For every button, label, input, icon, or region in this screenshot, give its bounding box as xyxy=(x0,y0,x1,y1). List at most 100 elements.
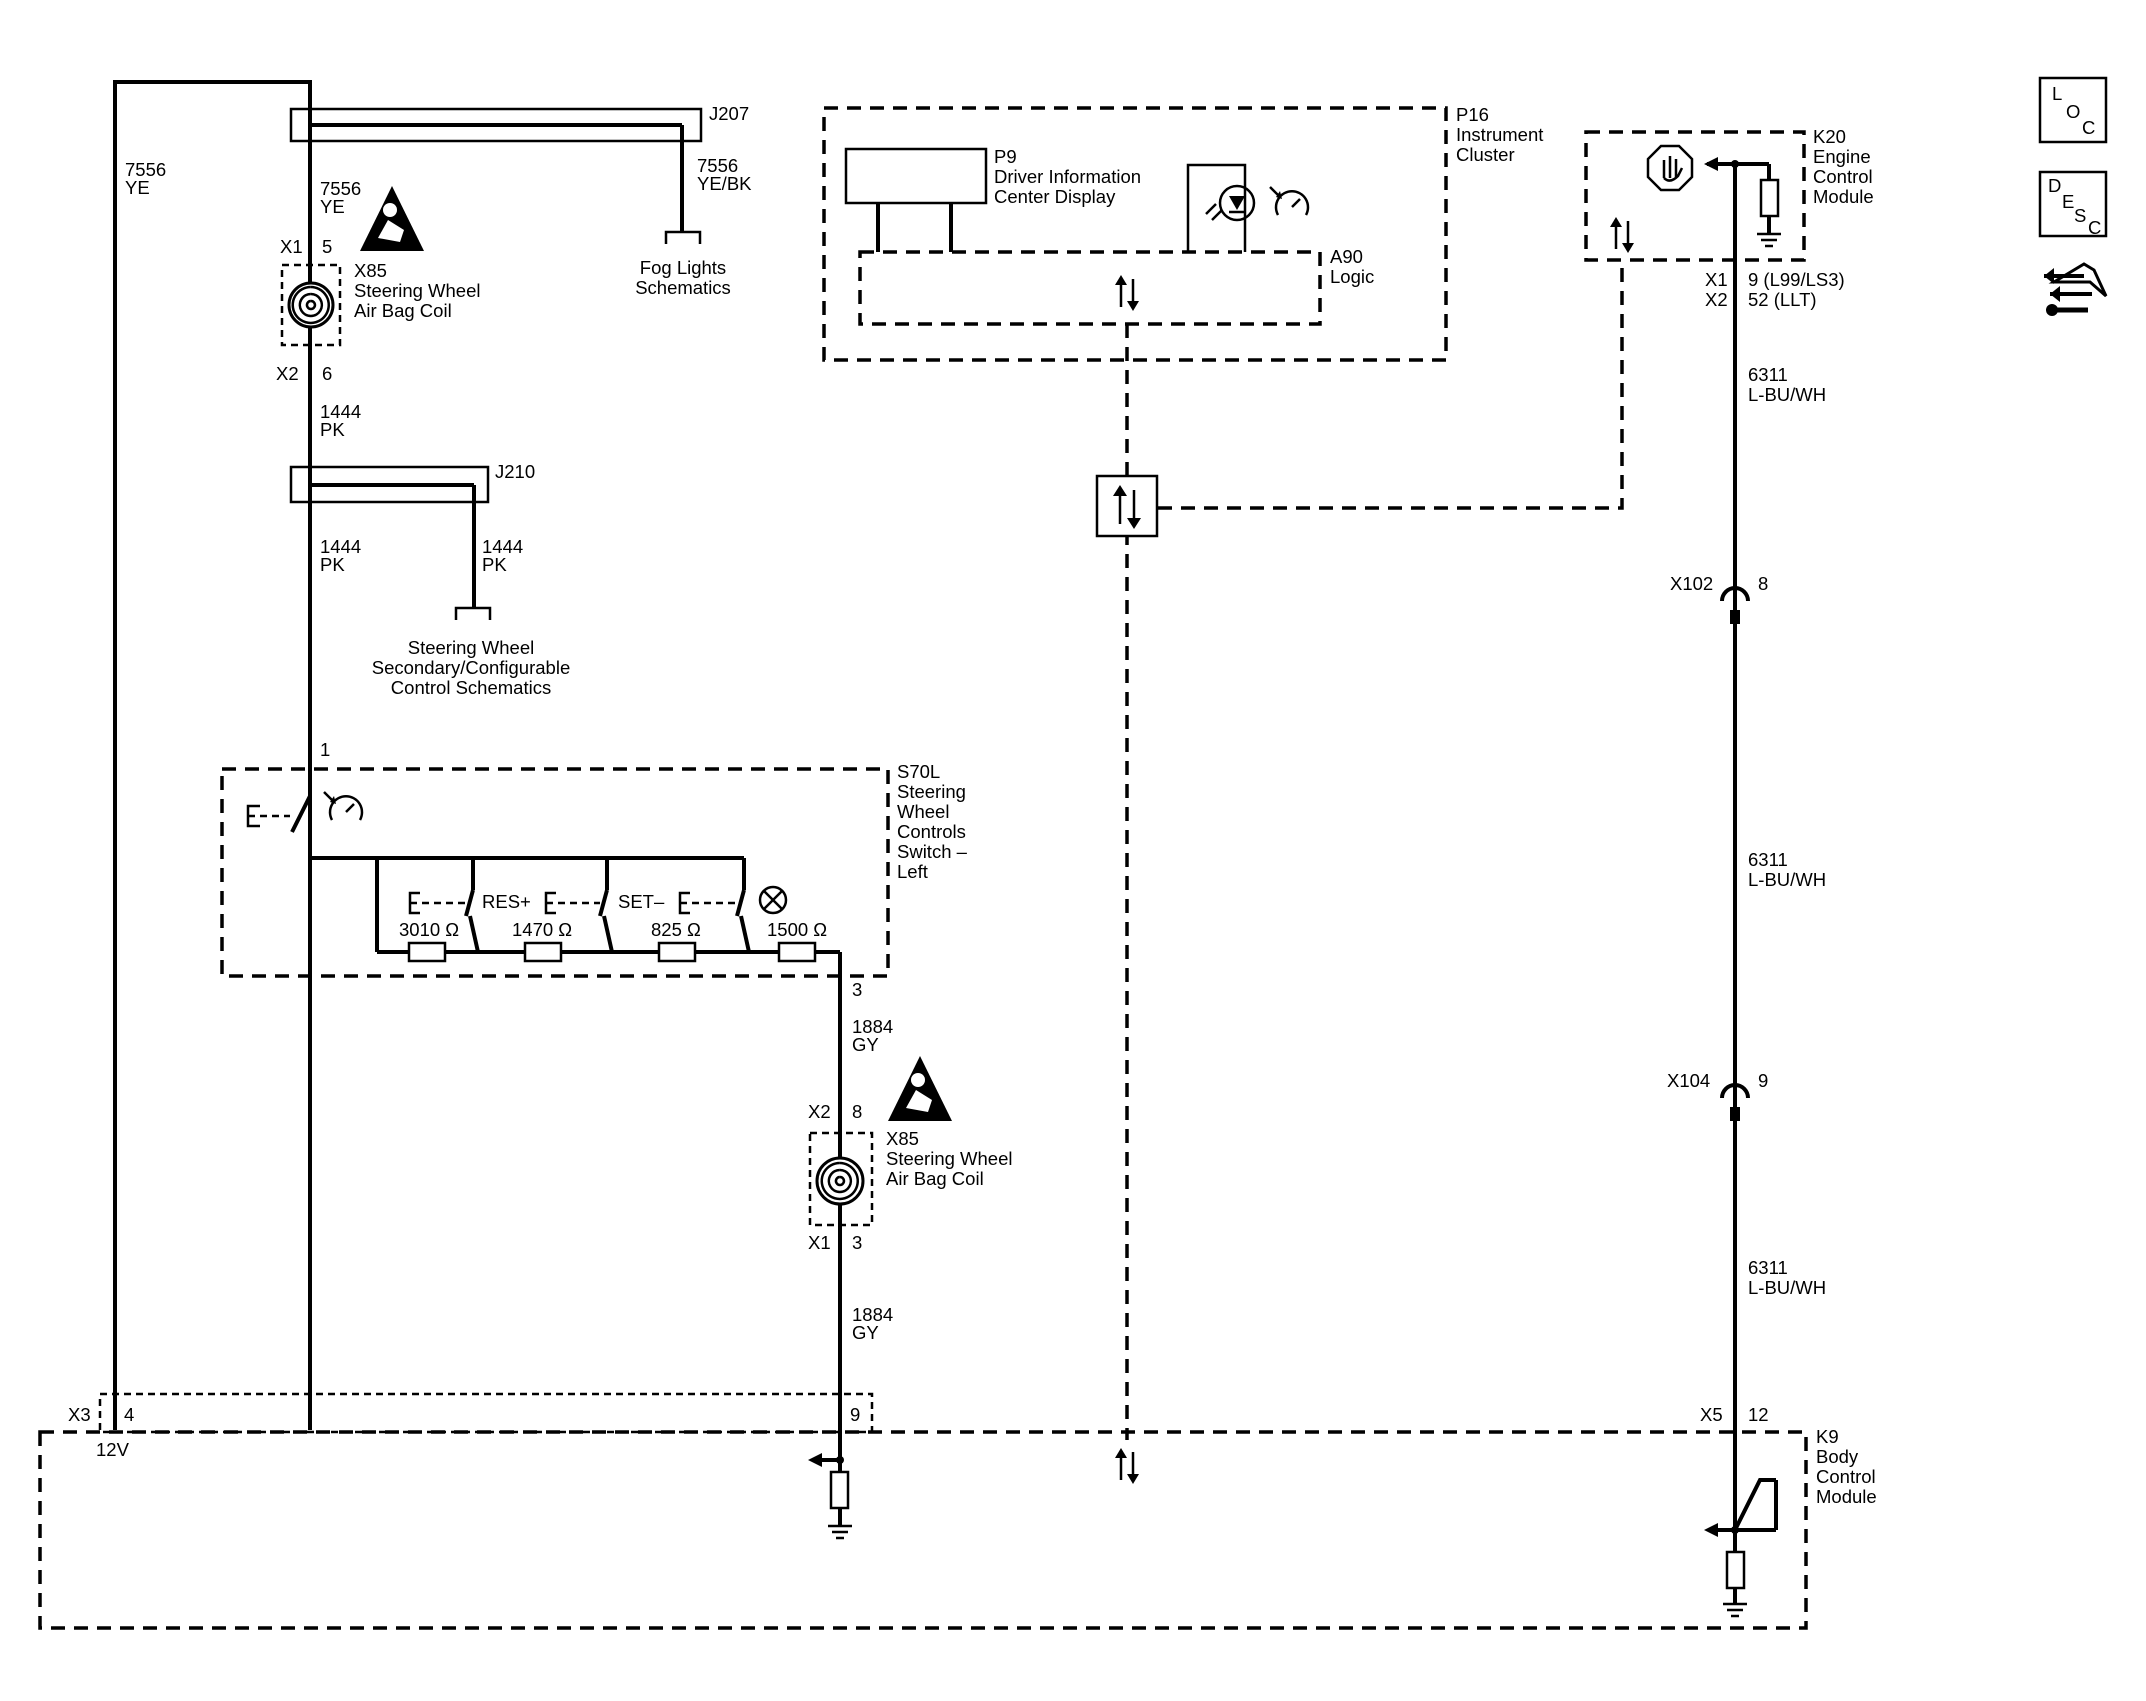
k20-x1-pin: 9 (L99/LS3) xyxy=(1748,269,1845,290)
inline-connector-x102 xyxy=(1720,586,1750,624)
k9-x5-label: X5 xyxy=(1700,1404,1723,1425)
wire-6311-a-circuit: 6311 xyxy=(1748,364,1788,385)
coil-bottom-symbol xyxy=(808,1131,874,1227)
swsc-ref-line3[interactable]: Control Schematics xyxy=(391,677,551,698)
serial-data-bus xyxy=(1095,260,1624,1440)
p9-name: P9 Driver Information Center Display xyxy=(994,146,1141,207)
fog-lights-ref-line1[interactable]: Fog Lights xyxy=(640,257,726,278)
x102-pin: 8 xyxy=(1758,573,1768,594)
svg-text:K20: K20 xyxy=(1813,126,1846,147)
svg-text:D: D xyxy=(2048,175,2061,196)
p16-name: P16 Instrument Cluster xyxy=(1456,104,1543,165)
bidirectional-data-icon-bcm xyxy=(1115,1448,1139,1484)
coil-top-x2-label: X2 xyxy=(276,363,299,384)
k20-outline xyxy=(1584,130,1806,262)
cancel-icon xyxy=(758,885,788,915)
wire-1884-b-color: GY xyxy=(852,1322,879,1343)
splice-j210 xyxy=(289,465,490,608)
svg-text:Switch –: Switch – xyxy=(897,841,968,862)
svg-text:C: C xyxy=(2082,117,2095,138)
cruise-control-icon-cluster xyxy=(1269,186,1310,216)
description-icon[interactable]: D E S C xyxy=(2038,170,2108,238)
svg-text:P16: P16 xyxy=(1456,104,1489,125)
svg-text:Steering: Steering xyxy=(897,781,966,802)
wire-1444-a-color: PK xyxy=(320,419,345,440)
wire-7556-circuit: 7556 xyxy=(125,159,166,180)
svg-text:O: O xyxy=(2066,101,2080,122)
svg-text:S70L: S70L xyxy=(897,761,940,782)
coil-top-wire-color: YE xyxy=(320,196,345,217)
coil-top-x1-pin: 5 xyxy=(322,236,332,257)
location-icon[interactable]: L O C xyxy=(2038,76,2108,144)
wire-6311-a-color: L-BU/WH xyxy=(1748,384,1826,405)
k20-x1-label: X1 xyxy=(1705,269,1728,290)
k9-x3-pin: 4 xyxy=(124,1404,134,1425)
s70l-pin-top: 1 xyxy=(320,739,330,760)
bidirectional-data-icon-ecm xyxy=(1610,217,1634,253)
p9-display xyxy=(844,147,988,252)
wire-1444-c-circuit: 1444 xyxy=(482,536,523,557)
swsc-ref-line2[interactable]: Secondary/Configurable xyxy=(372,657,571,678)
coil-bottom-x2-label: X2 xyxy=(808,1101,831,1122)
wire-1444-b-color: PK xyxy=(320,554,345,575)
k9-x3-pin9: 9 xyxy=(850,1404,860,1425)
coil-top-name-line2: Steering Wheel xyxy=(354,280,480,301)
coil-top-name: X85 xyxy=(354,260,387,281)
p16-outline xyxy=(822,106,1448,362)
s70l-button-actuators xyxy=(408,891,737,915)
svg-text:Cluster: Cluster xyxy=(1456,144,1515,165)
svg-text:C: C xyxy=(2088,217,2101,238)
s70l-resistor-ladder xyxy=(375,856,842,990)
svg-text:L: L xyxy=(2052,83,2062,104)
svg-text:K9: K9 xyxy=(1816,1426,1839,1447)
indicator-lamp-icon xyxy=(1186,163,1256,252)
inline-connector-x104 xyxy=(1720,1083,1750,1121)
svg-text:P9: P9 xyxy=(994,146,1017,167)
k20-x2-label: X2 xyxy=(1705,289,1728,310)
fog-lights-ref-line2[interactable]: Schematics xyxy=(635,277,731,298)
bidirectional-data-icon xyxy=(1115,275,1139,311)
k9-name: K9 Body Control Module xyxy=(1816,1426,1877,1507)
coil-bottom-x1-label: X1 xyxy=(808,1232,831,1253)
wire-7556-color: YE xyxy=(125,177,150,198)
svg-text:S: S xyxy=(2074,205,2086,226)
wire-1444-a-circuit: 1444 xyxy=(320,401,361,422)
x104-pin: 9 xyxy=(1758,1070,1768,1091)
stop-hand-icon xyxy=(1646,144,1694,192)
coil-top-x2-pin: 6 xyxy=(322,363,332,384)
coil-bottom-name-line2: Steering Wheel xyxy=(886,1148,1012,1169)
a90-logic-outline xyxy=(858,250,1322,326)
s70l-outline xyxy=(220,767,890,978)
s70l-pin-bottom: 3 xyxy=(852,979,862,1000)
wire-1884-a-circuit: 1884 xyxy=(852,1016,893,1037)
s70l-resistor-2: 1470 Ω xyxy=(512,919,572,940)
wire-7556-yebk-color: YE/BK xyxy=(697,173,752,194)
k20-x2-pin: 52 (LLT) xyxy=(1748,289,1817,310)
x102-label: X102 xyxy=(1670,573,1713,594)
svg-text:Module: Module xyxy=(1813,186,1874,207)
wire-6311-b-circuit: 6311 xyxy=(1748,849,1788,870)
cruise-control-icon xyxy=(323,791,364,821)
swsc-ref-line1[interactable]: Steering Wheel xyxy=(408,637,534,658)
svg-text:Control: Control xyxy=(1816,1466,1876,1487)
wire-1884-b-circuit: 1884 xyxy=(852,1304,893,1325)
wire-7556-yebk-circuit: 7556 xyxy=(697,155,738,176)
svg-text:Center Display: Center Display xyxy=(994,186,1116,207)
svg-text:Module: Module xyxy=(1816,1486,1877,1507)
svg-text:Controls: Controls xyxy=(897,821,966,842)
k9-x3-connector xyxy=(98,1392,874,1434)
wire-1884-a-color: GY xyxy=(852,1034,879,1055)
coil-top-name-line3: Air Bag Coil xyxy=(354,300,452,321)
coil-bottom-x1-pin: 3 xyxy=(852,1232,862,1253)
k20-input-circuit xyxy=(1704,157,1781,1440)
svg-text:Instrument: Instrument xyxy=(1456,124,1543,145)
swsc-ref-symbol xyxy=(454,606,492,620)
s70l-resistor-3: 825 Ω xyxy=(651,919,701,940)
svg-text:E: E xyxy=(2062,191,2074,212)
splice-j207 xyxy=(289,107,703,232)
k9-outline xyxy=(38,1430,1808,1630)
s70l-set-label: SET– xyxy=(618,891,665,912)
cruise-switch xyxy=(246,756,377,860)
wire-1444-b-circuit: 1444 xyxy=(320,536,361,557)
connector-tool-icon[interactable] xyxy=(2044,262,2108,316)
